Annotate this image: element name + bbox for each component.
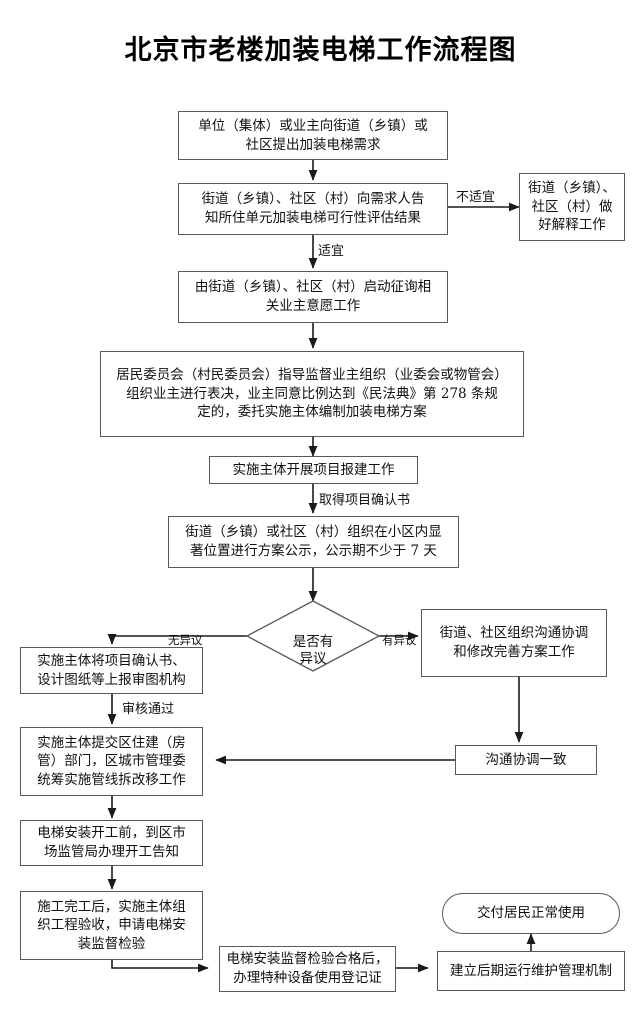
node-text: 街道、社区组织沟通协调 和修改完善方案工作: [439, 625, 589, 660]
node-text: 由街道（乡镇）、社区（村）启动征询相 关业主意愿工作: [194, 279, 432, 314]
node-coordination-revision: 街道、社区组织沟通协调 和修改完善方案工作: [421, 609, 607, 677]
node-project-filing: 实施主体开展项目报建工作: [209, 456, 418, 484]
node-public-notice: 街道（乡镇）或社区（村）组织在小区内显 著位置进行方案公示，公示期不少于 7 天: [168, 516, 459, 568]
edge-n8-n10: [107, 633, 247, 645]
node-feasibility-notice: 街道（乡镇）、社区（村）向需求人告 知所住单元加装电梯可行性评估结果: [178, 183, 448, 235]
node-handover-terminal: 交付居民正常使用: [442, 893, 620, 934]
decision-diamond: [245, 600, 381, 672]
node-text: 建立后期运行维护管理机制: [450, 962, 612, 979]
node-maintenance-mechanism: 建立后期运行维护管理机制: [437, 951, 625, 991]
node-text: 实施主体将项目确认书、 设计图纸等上报审图机构: [37, 652, 186, 688]
node-coordination-agreed: 沟通协调一致: [455, 745, 597, 775]
node-text: 实施主体开展项目报建工作: [232, 461, 395, 478]
edge-label-not-suitable: 不适宜: [456, 190, 496, 205]
node-resident-committee-vote: 居民委员会（村民委员会）指导监督业主组织（业委会或物管会） 组织业主进行表决，业…: [100, 351, 524, 437]
node-owner-consultation: 由街道（乡镇）、社区（村）启动征询相 关业主意愿工作: [178, 271, 448, 323]
node-text: 沟通协调一致: [485, 751, 567, 768]
node-explanation-work: 街道（乡镇）、 社区（村）做 好解释工作: [519, 173, 625, 241]
page-title: 北京市老楼加装电梯工作流程图: [124, 35, 517, 66]
node-submit-housing-bureau: 实施主体提交区住建（房 管）部门，区城市管理委 统筹实施管线拆改移工作: [20, 727, 203, 796]
node-text: 施工完工后，实施主体组 织工程验收，申请电梯安 装监督检验: [37, 898, 186, 952]
node-text: 电梯安装监督检验合格后， 办理特种设备使用登记证: [226, 951, 389, 986]
edge-label-review-passed: 审核通过: [122, 702, 175, 717]
node-text: 单位（集体）或业主向街道（乡镇）或 社区提出加装电梯需求: [198, 117, 428, 153]
node-text: 是否有 异议: [292, 633, 334, 667]
edge-label-has-objection: 有异议: [382, 633, 417, 647]
node-demand-request: 单位（集体）或业主向街道（乡镇）或 社区提出加装电梯需求: [178, 111, 448, 160]
node-completion-acceptance: 施工完工后，实施主体组 织工程验收，申请电梯安 装监督检验: [20, 891, 203, 960]
node-submit-review-agency: 实施主体将项目确认书、 设计图纸等上报审图机构: [20, 647, 203, 694]
edge-label-suitable: 适宜: [318, 244, 345, 259]
decision-label: 是否有 异议: [263, 617, 363, 668]
node-usage-registration: 电梯安装监督检验合格后， 办理特种设备使用登记证: [219, 946, 396, 992]
edge-label-project-confirmation: 取得项目确认书: [319, 493, 411, 508]
node-construction-notice: 电梯安装开工前，到区市 场监管局办理开工告知: [20, 820, 203, 866]
node-text: 电梯安装开工前，到区市 场监管局办理开工告知: [37, 825, 186, 860]
node-text: 居民委员会（村民委员会）指导监督业主组织（业委会或物管会） 组织业主进行表决，业…: [116, 367, 508, 421]
node-text: 街道（乡镇）、 社区（村）做 好解释工作: [528, 180, 616, 234]
node-text: 街道（乡镇）或社区（村）组织在小区内显 著位置进行方案公示，公示期不少于 7 天: [185, 524, 442, 559]
edge-label-no-objection: 无异议: [168, 633, 203, 647]
node-text: 实施主体提交区住建（房 管）部门，区城市管理委 统筹实施管线拆改移工作: [37, 734, 186, 788]
node-text: 交付居民正常使用: [477, 905, 585, 922]
node-text: 街道（乡镇）、社区（村）向需求人告 知所住单元加装电梯可行性评估结果: [201, 191, 425, 226]
